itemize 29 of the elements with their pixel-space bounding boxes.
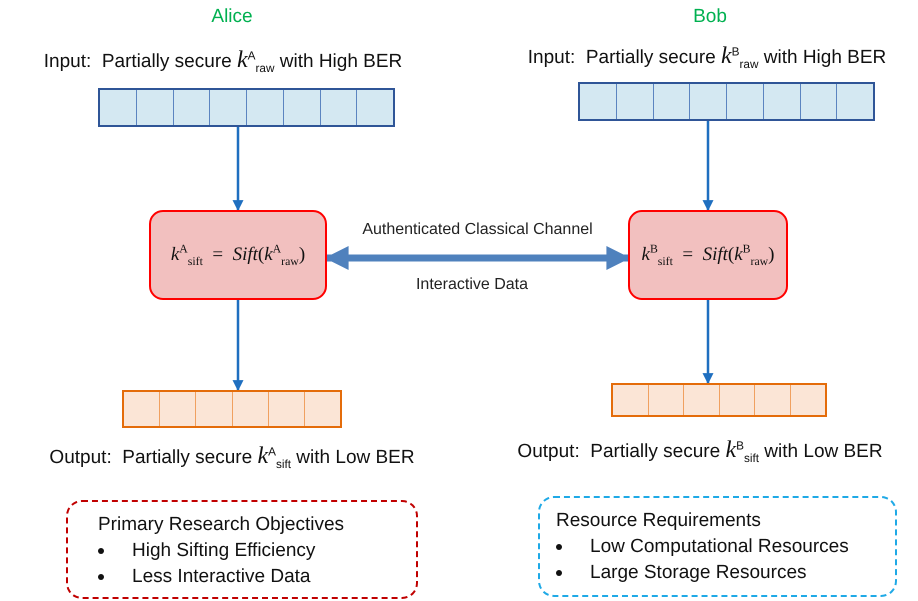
bullet-item: Less Interactive Data	[132, 565, 310, 589]
double-arrow	[324, 246, 630, 270]
node-label: Output: Partially secure k$^{A}$$_{sift}$ with Low BER	[49, 442, 415, 473]
panel-heading: Primary Research Objectives	[98, 513, 346, 537]
arrow	[702, 121, 714, 212]
bullet-item: Large Storage Resources	[590, 561, 807, 585]
arrow	[702, 300, 714, 384]
dashed-panel	[538, 496, 897, 597]
arrow	[232, 127, 244, 212]
bullet-item: Low Computational Resources	[590, 535, 849, 559]
person-name: Alice	[211, 6, 253, 28]
process-box	[628, 210, 788, 300]
input-bit-bar	[578, 82, 875, 121]
node-label: Output: Partially secure k$^{B}$$_{sift}$ with Low BER	[517, 436, 883, 467]
output-bit-bar	[122, 390, 342, 428]
node-label: Input: Partially secure k$^{A}$$_{raw}$ with High BER	[44, 46, 402, 77]
dashed-panel	[66, 500, 418, 599]
input-bit-bar	[98, 88, 395, 127]
panel-heading: Resource Requirements	[556, 509, 762, 533]
output-bit-bar	[611, 383, 827, 417]
node-label: Input: Partially secure k$^{B}$$_{raw}$ with High BER	[528, 42, 886, 73]
edge-label: Authenticated Classical Channel	[362, 221, 593, 239]
formula: k$^{B}$$_{sift}$ = Sift(k$^{B}$$_{raw}$)	[642, 244, 774, 266]
formula: k$^{A}$$_{sift}$ = Sift(k$^{A}$$_{raw}$)	[170, 244, 306, 266]
channel-note: Interactive Data	[416, 276, 528, 294]
person-name: Bob	[693, 6, 727, 28]
bullet-item: High Sifting Efficiency	[132, 539, 316, 563]
process-box	[149, 210, 327, 300]
arrow	[232, 300, 244, 392]
